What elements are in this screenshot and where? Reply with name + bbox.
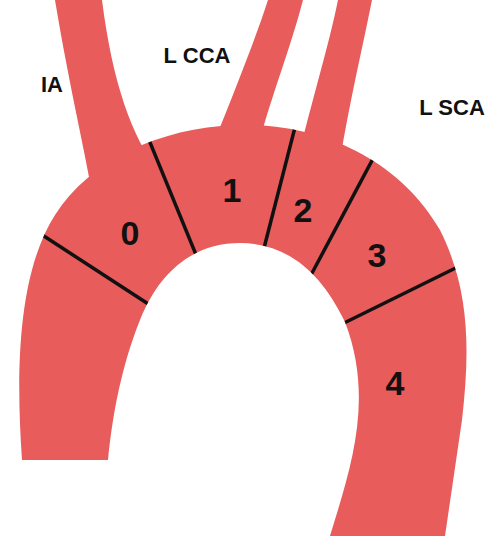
zone-boundary bbox=[263, 100, 302, 252]
left-common-carotid-artery bbox=[215, 0, 303, 140]
branch-label: L CCA bbox=[164, 45, 231, 67]
zone-boundary bbox=[140, 118, 199, 262]
zone-number: 1 bbox=[223, 173, 242, 207]
aortic-arch bbox=[19, 125, 466, 536]
zone-boundary bbox=[311, 123, 392, 275]
zone-number: 3 bbox=[368, 238, 387, 272]
zone-number: 4 bbox=[386, 366, 405, 400]
branch-label: L SCA bbox=[419, 97, 485, 119]
zone-boundary bbox=[10, 214, 156, 309]
zone-boundaries bbox=[10, 100, 490, 326]
zone-boundary bbox=[338, 251, 490, 326]
zone-number: 0 bbox=[121, 216, 140, 250]
zone-number: 2 bbox=[294, 193, 313, 227]
branch-label: IA bbox=[41, 74, 63, 96]
